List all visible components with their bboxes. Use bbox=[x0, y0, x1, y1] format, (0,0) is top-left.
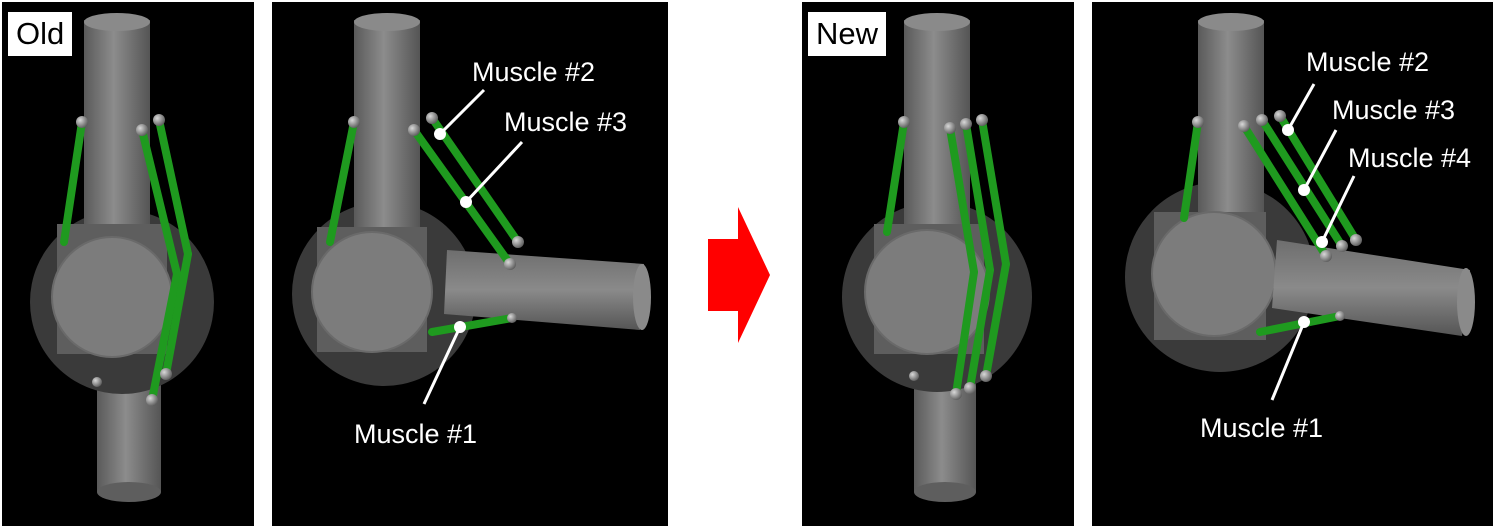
new-straight-model bbox=[842, 13, 1032, 502]
muscle1-label: Muscle #1 bbox=[354, 419, 478, 449]
muscle2-label: Muscle #2 bbox=[472, 57, 596, 87]
muscle-2-upper-line bbox=[138, 126, 181, 278]
transition-arrow-icon bbox=[708, 207, 770, 343]
muscle-2-line bbox=[410, 126, 514, 268]
upper-arm-bone bbox=[1198, 20, 1264, 220]
muscle1-label: Muscle #1 bbox=[1200, 413, 1324, 443]
leader-lines bbox=[422, 88, 524, 405]
muscle-2-upper-line bbox=[946, 124, 978, 276]
upper-arm-end bbox=[1198, 13, 1264, 31]
muscle-2-lower-line bbox=[952, 268, 978, 398]
muscle-1-line bbox=[883, 118, 908, 236]
forearm-bone bbox=[444, 250, 644, 330]
muscle-group bbox=[326, 114, 522, 336]
muscle-3-lower-line bbox=[966, 266, 994, 392]
attachment-points bbox=[348, 112, 524, 323]
muscle3-label: Muscle #3 bbox=[1332, 95, 1456, 125]
muscle-3-line bbox=[428, 114, 522, 246]
upper-arm-bone bbox=[354, 20, 420, 230]
forearm-end bbox=[914, 482, 976, 502]
muscle-1-line bbox=[428, 314, 516, 336]
old-straight-model bbox=[30, 13, 214, 502]
joint-face bbox=[311, 231, 433, 353]
joint-face bbox=[1151, 211, 1277, 337]
leader-dots bbox=[434, 128, 472, 333]
muscle-group bbox=[883, 116, 1010, 398]
new-straight-panel: New bbox=[802, 2, 1074, 526]
forearm-bone bbox=[1272, 240, 1470, 336]
muscle-left-line bbox=[326, 118, 358, 246]
old-bent-model bbox=[292, 13, 651, 405]
old-bent-panel: Muscle #2 Muscle #3 Muscle #1 bbox=[272, 2, 668, 526]
muscle-2-lower-line bbox=[148, 270, 181, 404]
muscle-3-upper-line bbox=[155, 116, 192, 258]
forearm-end bbox=[97, 482, 161, 502]
attachment-points bbox=[1192, 110, 1362, 321]
muscle-4-line bbox=[1276, 112, 1360, 244]
new-bent-panel: Muscle #2 Muscle #3 Muscle #4 Muscle #1 bbox=[1092, 2, 1493, 526]
attachment-points bbox=[898, 114, 992, 400]
leader-dots bbox=[1282, 124, 1328, 328]
new-tag: New bbox=[808, 12, 887, 56]
upper-arm-end bbox=[354, 13, 420, 31]
upper-arm-end bbox=[84, 13, 150, 31]
muscle-2-line bbox=[1240, 122, 1330, 260]
forearm-end bbox=[633, 264, 651, 330]
muscle-1-line bbox=[60, 118, 86, 246]
muscle-3-lower-line bbox=[162, 250, 192, 378]
muscle-4-upper-line bbox=[978, 116, 1010, 268]
forearm-end bbox=[1457, 268, 1475, 336]
leader-lines bbox=[1270, 83, 1356, 401]
upper-arm-end bbox=[904, 13, 970, 31]
muscle-1-upper-line bbox=[1180, 118, 1202, 222]
muscle-3-upper-line bbox=[962, 120, 994, 274]
new-bent-model bbox=[1125, 13, 1475, 401]
muscle3-label: Muscle #3 bbox=[504, 107, 628, 137]
old-tag: Old bbox=[8, 12, 73, 56]
muscle4-label: Muscle #4 bbox=[1348, 143, 1472, 173]
muscle2-label: Muscle #2 bbox=[1306, 47, 1430, 77]
muscle-4-lower-line bbox=[982, 260, 1010, 380]
muscle-group bbox=[60, 116, 192, 404]
old-straight-panel: Old bbox=[2, 2, 254, 526]
joint-face bbox=[51, 236, 173, 358]
attachment-points bbox=[76, 114, 172, 406]
